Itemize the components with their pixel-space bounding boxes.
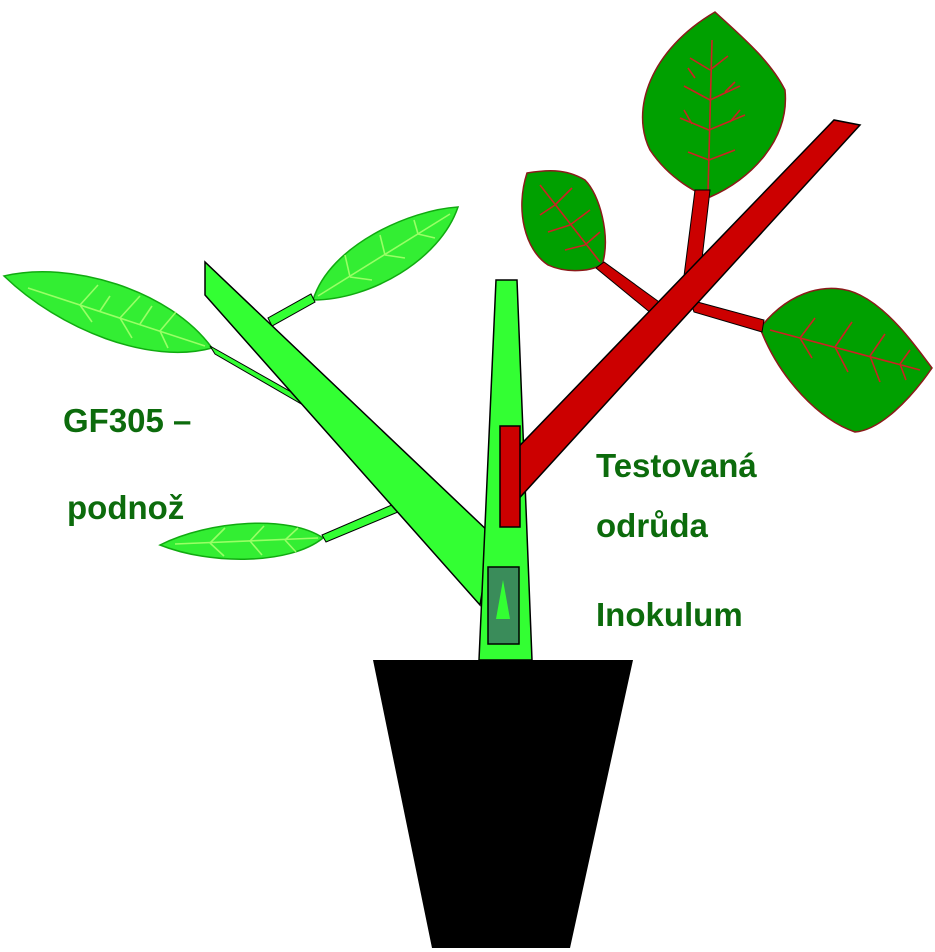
rootstock-petiole bbox=[268, 294, 315, 326]
variety-label-line2: odrůda bbox=[596, 509, 708, 542]
rootstock-leaf-left-top bbox=[4, 272, 212, 353]
pot bbox=[373, 660, 633, 948]
variety-leaf-right bbox=[760, 288, 932, 432]
inoculum-label: Inokulum bbox=[596, 598, 743, 631]
rootstock-label-line1: GF305 – bbox=[63, 404, 191, 437]
rootstock-petiole bbox=[322, 504, 398, 542]
variety-graft bbox=[500, 426, 520, 527]
rootstock-leaf-left-upper bbox=[313, 207, 458, 300]
variety-petiole bbox=[596, 262, 662, 314]
variety-leaf-top bbox=[643, 12, 786, 197]
variety-leaf-left bbox=[522, 171, 605, 271]
rootstock-label-line2: podnož bbox=[67, 491, 184, 524]
variety-label-line1: Testovaná bbox=[596, 449, 757, 482]
rootstock-leaf-left-bottom bbox=[160, 523, 323, 559]
variety-petiole bbox=[690, 300, 764, 332]
